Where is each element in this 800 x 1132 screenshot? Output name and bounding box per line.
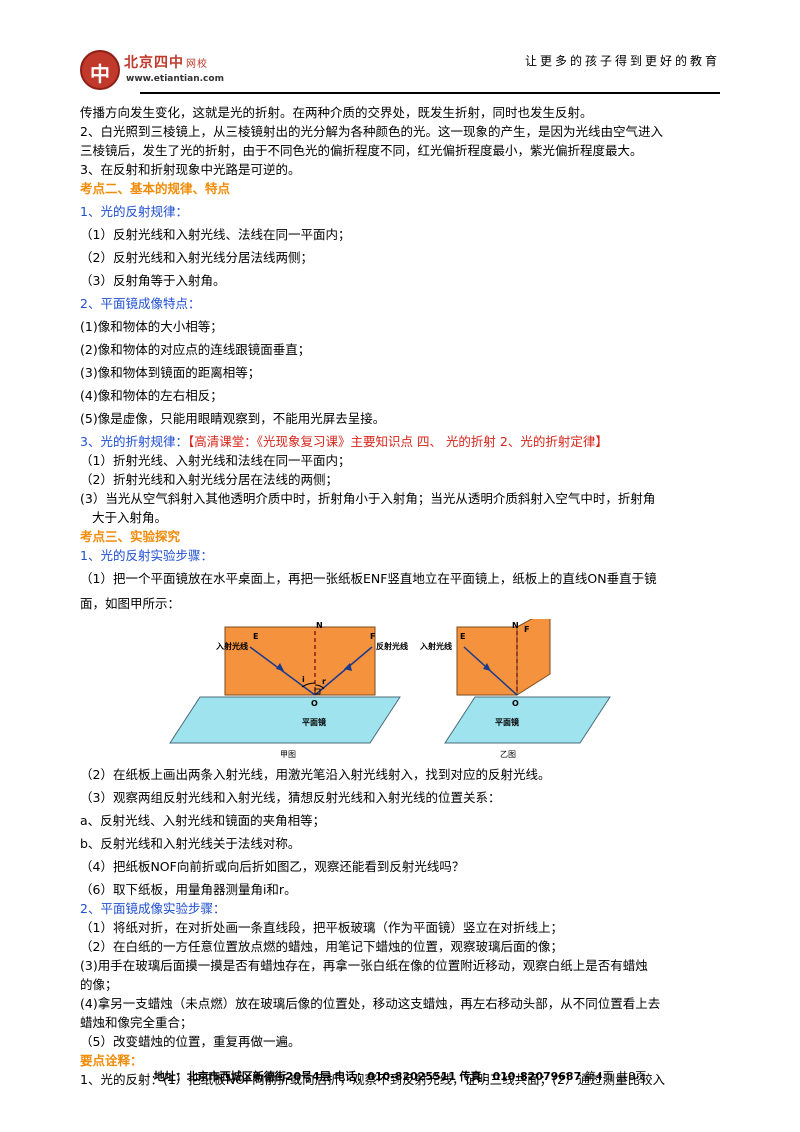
mirror-label-right: 平面镜 (495, 718, 519, 727)
refraction-heading: 3、光的折射规律： (80, 434, 188, 449)
text-line: 的像； (80, 977, 118, 992)
slogan: 让更多的孩子得到更好的教育 (524, 54, 720, 68)
text-line: (3）当光从空气斜射入其他透明介质中时，折射角小于入射角；当光从透明介质斜射入空… (80, 491, 656, 506)
text-line: （6）取下纸板，用量角器测量角i和r。 (80, 882, 297, 897)
text-line: 3、在反射和折射现象中光路是可逆的。 (80, 162, 301, 177)
angle-i-label: i (302, 675, 305, 684)
point-n-left: N (316, 621, 323, 630)
address: 北京市西城区新德街20号4层 (186, 1070, 331, 1083)
text-line: b、反射光线和入射光线关于法线对称。 (80, 836, 301, 851)
point-f-right: F (524, 625, 530, 634)
text-line: a、反射光线、入射光线和镜面的夹角相等； (80, 813, 326, 828)
paper-board-eon (456, 626, 518, 696)
phone: 010-82025511 (367, 1070, 456, 1083)
figure-drawing (169, 619, 611, 744)
subsection-heading: 3、光的折射规律：【高清课堂：《光现象复习课》主要知识点 四、 光的折射 2、光… (80, 432, 722, 451)
text-line: （1）把一个平面镜放在水平桌面上，再把一张纸板ENF竖直地立在平面镜上，纸板上的… (80, 571, 657, 586)
text-line: （2）反射光线和入射光线分居法线两侧； (80, 250, 313, 265)
text-line: 面，如图甲所示： (80, 596, 181, 611)
subsection-heading: 1、光的反射实验步骤： (80, 548, 213, 563)
point-f-left: F (370, 632, 376, 641)
incident-arrow-right (483, 663, 491, 671)
text-line: 大于入射角。 (92, 510, 168, 525)
mirror-plane-left (169, 696, 401, 744)
incident-ray-right (463, 646, 518, 696)
section-heading: 考点三、实验探究 (80, 529, 181, 544)
incident-label-right: 入射光线 (420, 642, 452, 651)
page-total: 共8页 (617, 1070, 647, 1083)
text-line: (4)拿另一支蜡烛（未点燃）放在玻璃后像的位置处，移动这支蜡烛，再左右移动头部，… (80, 996, 661, 1011)
page-number: 第4页 (584, 1070, 614, 1083)
subsection-heading: 2、平面镜成像实验步骤： (80, 901, 226, 916)
text-line: （3）观察两组反射光线和入射光线，猜想反射光线和入射光线的位置关系： (80, 790, 501, 805)
caption-left: 甲图 (280, 750, 296, 759)
text-line: （3）反射角等于入射角。 (80, 273, 226, 288)
text-line: 1、光的反射：(1）把纸板NOF向前折或向后折，观察不到反射光线，证明三线共面；… (80, 1072, 665, 1087)
text-line: (3)用手在玻璃后面摸一摸是否有蜡烛存在，再拿一张白纸在像的位置附近移动，观察白… (80, 958, 648, 973)
text-line: （1）折射光线、入射光线和法线在同一平面内； (80, 453, 351, 468)
page-header: 中 北京四中网校 www.etiantian.com 让更多的孩子得到更好的教育 (80, 44, 720, 104)
angle-r-label: r (322, 677, 326, 686)
text-line: （2）折射光线和入射光线分居在法线的两侧； (80, 472, 338, 487)
section-heading: 要点诠释： (80, 1053, 143, 1068)
reflect-label-left: 反射光线 (376, 642, 408, 651)
text-line: (2)像和物体的对应点的连线跟镜面垂直； (80, 342, 311, 357)
point-e-left: E (253, 632, 259, 641)
point-n-right: N (512, 621, 519, 630)
text-line: (1)像和物体的大小相等； (80, 319, 223, 334)
logo-name: 北京四中网校 (124, 55, 208, 71)
subsection-heading: 2、平面镜成像特点： (80, 296, 201, 311)
text-line: (3)像和物体到镜面的距离相等； (80, 365, 261, 380)
school-logo-icon: 中 (80, 50, 120, 90)
reflected-arrow-left (344, 663, 352, 671)
text-line: （5）改变蜡烛的位置，重复再做一遍。 (80, 1034, 301, 1049)
section-heading: 考点二、基本的规律、特点 (80, 181, 231, 196)
paper-board-nof-folded (516, 619, 551, 696)
point-o-left: O (311, 699, 318, 708)
mirror-plane-right (444, 696, 611, 744)
text-line: 2、白光照到三棱镜上，从三棱镜射出的光分解为各种颜色的光。这一现象的产生，是因为… (80, 124, 663, 139)
text-line: (4)像和物体的左右相反； (80, 388, 223, 403)
page-footer: 地址：北京市西城区新德街20号4层 电话：010-82025511 传真：010… (0, 1068, 800, 1084)
text-line: 三棱镜后，发生了光的折射，由于不同色光的偏折程度不同，红光偏折程度最小，紫光偏折… (80, 143, 643, 158)
point-o-right: O (512, 699, 519, 708)
fax-label: 传真： (459, 1070, 493, 1083)
incident-arrow-left (276, 663, 284, 671)
text-line: (5)像是虚像，只能用眼睛观察到，不能用光屏去呈接。 (80, 411, 386, 426)
subsection-heading: 1、光的反射规律： (80, 204, 188, 219)
fax: 010-82079687 (492, 1070, 582, 1083)
text-line: 蜡烛和像完全重合； (80, 1015, 193, 1030)
text-line: （1）将纸对折，在对折处画一条直线段，把平板玻璃（作为平面镜）竖立在对折线上； (80, 920, 563, 935)
caption-right: 乙图 (500, 750, 516, 759)
phone-label: 电话： (334, 1070, 368, 1083)
text-line: （2）在白纸的一方任意位置放点燃的蜡烛，用笔记下蜡烛的位置，观察玻璃后面的像； (80, 939, 563, 954)
reflected-ray-left (314, 646, 373, 696)
point-e-right: E (460, 632, 466, 641)
course-reference: 【高清课堂：《光现象复习课》主要知识点 四、 光的折射 2、光的折射定律】 (187, 434, 608, 449)
logo-url: www.etiantian.com (126, 74, 224, 84)
incident-ray-left (249, 646, 316, 696)
reflection-experiment-figure: 入射光线 反射光线 E N F O i r 平面镜 甲图 入射光线 E N F … (80, 619, 722, 759)
mirror-label-left: 平面镜 (302, 718, 326, 727)
text-line: 传播方向发生变化，这就是光的折射。在两种介质的交界处，既发生折射，同时也发生反射… (80, 105, 593, 120)
address-label: 地址： (153, 1070, 187, 1083)
text-line: （1）反射光线和入射光线、法线在同一平面内； (80, 227, 351, 242)
document-body: 传播方向发生变化，这就是光的折射。在两种介质的交界处，既发生折射，同时也发生反射… (80, 103, 722, 1089)
text-line: （4）把纸板NOF向前折或向后折如图乙，观察还能看到反射光线吗？ (80, 859, 465, 874)
incident-label-left: 入射光线 (216, 642, 248, 651)
header-divider (140, 92, 720, 94)
text-line: （2）在纸板上画出两条入射光线，用激光笔沿入射光线射入，找到对应的反射光线。 (80, 767, 551, 782)
